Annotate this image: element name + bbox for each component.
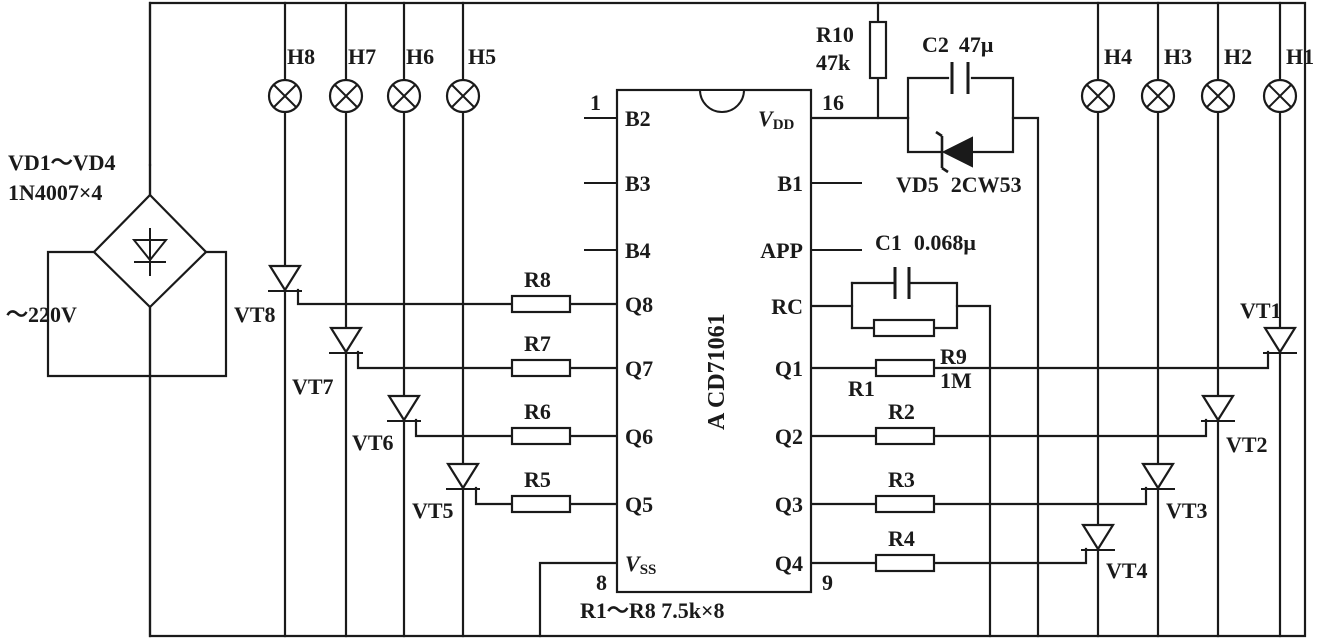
lamp-label: H4: [1104, 44, 1132, 69]
lamp-label: H2: [1224, 44, 1252, 69]
thyristor-vt6: VT6: [352, 394, 421, 455]
pin-b1: B1: [777, 171, 803, 196]
lamp-h8: H8: [267, 44, 315, 114]
resistor-r8: R8: [510, 267, 572, 314]
resistor-r6: R6: [510, 399, 572, 446]
pin-b4: B4: [625, 238, 651, 263]
resistor-label: R6: [524, 399, 551, 424]
pin-q8: Q8: [625, 292, 653, 317]
resistor-r4: R4: [874, 526, 936, 573]
lamp-h7: H7: [328, 44, 376, 114]
resistor-r5: R5: [510, 467, 572, 514]
pin-number-1: 1: [590, 90, 601, 115]
pin-b3: B3: [625, 171, 651, 196]
resistor-r9: R9 1M: [872, 318, 972, 393]
pin-q4: Q4: [775, 551, 803, 576]
bridge-type: 1N4007×4: [8, 180, 102, 205]
thyristor-label: VT1: [1240, 298, 1282, 323]
resistor-r2: R2: [874, 399, 936, 446]
pin-q3: Q3: [775, 492, 803, 517]
resistor-r7: R7: [510, 331, 572, 378]
pin-q5: Q5: [625, 492, 653, 517]
resistor-label: R5: [524, 467, 551, 492]
thyristor-label: VT6: [352, 430, 394, 455]
pin-app: APP: [760, 238, 803, 263]
lamp-label: H6: [406, 44, 434, 69]
lamp-h3: H3: [1140, 44, 1192, 114]
thyristors: VT8 VT7 VT6 VT5 VT1 VT2 VT3 VT4: [234, 264, 1297, 583]
lamp-h6: H6: [386, 44, 434, 114]
thyristor-label: VT5: [412, 498, 454, 523]
pin-q2: Q2: [775, 424, 803, 449]
lamp-h4: H4: [1080, 44, 1132, 114]
thyristor-label: VT4: [1106, 558, 1148, 583]
resistor-label: R9: [940, 344, 967, 369]
thyristor-label: VT7: [292, 374, 334, 399]
thyristor-vt3: VT3: [1141, 462, 1208, 523]
pin-q1: Q1: [775, 356, 803, 381]
pin-vss: VSS: [625, 551, 656, 578]
resistor-label: R10: [816, 22, 854, 47]
pin-number-8: 8: [596, 570, 607, 595]
thyristor-vt2: VT2: [1201, 394, 1268, 457]
bridge-label: VD1～VD4: [8, 150, 116, 175]
resistor-r3: R3: [874, 467, 936, 514]
resistor-label: R3: [888, 467, 915, 492]
resistor-value: 47k: [816, 50, 851, 75]
pin-number-16: 16: [822, 90, 844, 115]
resistor-label: R1: [848, 376, 875, 401]
resistor-r1: R1: [848, 358, 936, 401]
pin-vdd: VDD: [758, 106, 795, 133]
bridge-rectifier: VD1～VD4 1N4007×4: [8, 150, 208, 309]
lamp-h5: H5: [445, 44, 496, 114]
resistor-label: R7: [524, 331, 551, 356]
ic-name: A CD71061: [704, 313, 730, 430]
resistor-r10: R10 47k: [816, 20, 888, 80]
lamp-label: H8: [287, 44, 315, 69]
thyristor-vt1: VT1: [1240, 298, 1297, 355]
thyristor-vt4: VT4: [1081, 523, 1148, 583]
lamp-h1: H1: [1262, 44, 1314, 114]
thyristor-vt7: VT7: [292, 326, 363, 399]
pin-b2: B2: [625, 106, 651, 131]
lamp-label: H3: [1164, 44, 1192, 69]
thyristor-label: VT8: [234, 302, 276, 327]
lamp-h2: H2: [1200, 44, 1252, 114]
lamp-label: H5: [468, 44, 496, 69]
pin-q7: Q7: [625, 356, 653, 381]
thyristor-label: VT3: [1166, 498, 1208, 523]
resistor-note: R1～R8 7.5k×8: [580, 598, 725, 623]
resistor-label: R4: [888, 526, 915, 551]
resistor-label: R2: [888, 399, 915, 424]
ic-cd71061: A CD71061 1 16 8 9 B2 B3 B4 Q8 Q7 Q6 Q5 …: [590, 88, 844, 595]
pin-number-9: 9: [822, 570, 833, 595]
resistor-label: R8: [524, 267, 551, 292]
resistors: R8 R7 R6 R5 R1 R2 R3 R4: [510, 20, 972, 573]
pin-rc: RC: [771, 294, 803, 319]
wiring: [46, 1, 1307, 638]
thyristor-vt5: VT5: [412, 462, 480, 523]
lamp-label: H1: [1286, 44, 1314, 69]
pin-q6: Q6: [625, 424, 653, 449]
lamps: H8 H7 H6 H5 H4 H3 H2 H1: [267, 44, 1314, 114]
thyristor-label: VT2: [1226, 432, 1268, 457]
resistor-value: 1M: [940, 368, 972, 393]
lamp-label: H7: [348, 44, 376, 69]
mains-voltage-label: ～220V: [6, 302, 77, 327]
thyristor-vt8: VT8: [234, 264, 302, 327]
